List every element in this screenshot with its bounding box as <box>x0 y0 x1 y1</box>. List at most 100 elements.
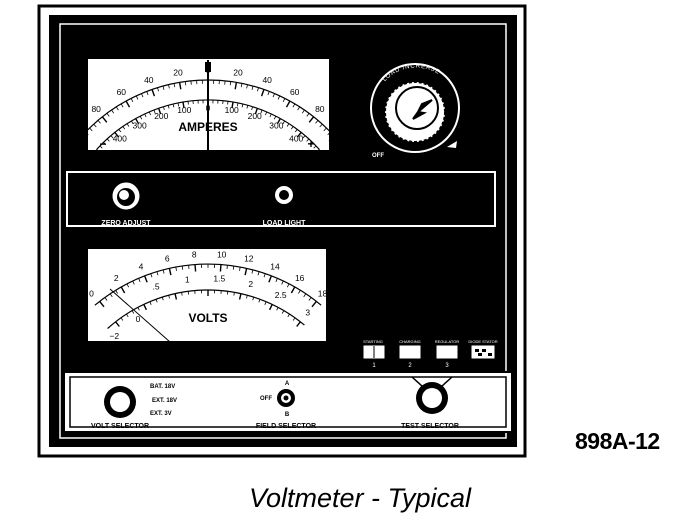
volt-option-ext-3v: EXT. 3V <box>150 411 172 417</box>
ammeter-outer-label: 60 <box>117 87 127 97</box>
voltmeter-scale-b-label: 2.5 <box>275 290 287 300</box>
ammeter-outer-tick <box>115 106 119 111</box>
indicator-number-3: 3 <box>445 363 449 369</box>
ammeter-outer-tick <box>106 113 110 117</box>
ammeter-outer-label: 20 <box>173 68 183 78</box>
voltmeter-outer-tick <box>239 266 241 271</box>
voltmeter-outer-tick <box>143 275 148 283</box>
ammeter-outer-tick <box>81 135 88 142</box>
ammeter-outer-tick <box>93 123 97 128</box>
ammeter-outer-tick <box>97 120 101 124</box>
ammeter-inner-tick <box>177 102 180 107</box>
load-increase-control[interactable]: LOAD INCREASE OFF <box>370 63 460 159</box>
ammeter-outer-tick <box>308 116 315 123</box>
load-light-label: LOAD LIGHT <box>263 220 306 227</box>
voltmeter-scale-a-label: 14 <box>270 262 280 272</box>
load-knob-pointer-arrow-icon <box>412 99 433 120</box>
ammeter-outer-tick <box>267 91 270 96</box>
voltmeter-inner-tick <box>238 293 242 300</box>
ammeter-inner-tick <box>139 116 143 120</box>
ammeter-inner-label: 100 <box>177 105 191 115</box>
field-selector-switch-center <box>283 395 289 401</box>
voltmeter-outer-tick <box>175 266 177 271</box>
volt-option-bat-18v: BAT. 18V <box>150 384 175 390</box>
ammeter-inner-tick <box>269 113 272 118</box>
voltmeter-outer-tick <box>104 297 108 301</box>
ammeter-outer-tick <box>328 135 335 142</box>
ammeter-inner-label: 400 <box>113 134 127 144</box>
voltmeter-scale-a-label: 18 <box>318 288 328 298</box>
ammeter-inner-label: 200 <box>154 111 168 121</box>
voltmeter-inner-tick <box>115 321 120 327</box>
ammeter-inner-tick <box>254 108 258 115</box>
ammeter-inner-tick <box>148 111 151 116</box>
voltmeter-outer-tick <box>290 286 296 294</box>
ammeter-outer-tick <box>125 100 131 108</box>
ammeter-outer-tick <box>272 93 275 98</box>
ammeter-inner-tick <box>99 145 103 149</box>
ammeter-inner-tick <box>106 138 110 142</box>
field-selector-a: A <box>285 381 290 387</box>
ammeter-inner-tick <box>260 109 263 114</box>
voltmeter-inner-tick <box>296 321 301 327</box>
ammeter-needle-tip <box>205 62 211 72</box>
load-light-lamp-center <box>279 190 289 200</box>
voltmeter-inner-tick <box>246 295 248 299</box>
ammeter-outer-label: 80 <box>315 104 325 114</box>
ammeter-inner-tick <box>314 149 320 155</box>
load-knob-off-label: OFF <box>372 153 384 159</box>
voltmeter-outer-tick <box>156 271 159 276</box>
ammeter-outer-label: 100 <box>335 125 349 135</box>
ammeter-inner-tick <box>114 131 120 138</box>
voltmeter-outer-tick <box>109 293 113 298</box>
voltmeter-outer-tick <box>244 268 248 276</box>
ammeter-outer-tick <box>277 95 281 100</box>
zero-adjust-knob-highlight <box>119 190 129 200</box>
bottom-control-strip: BAT. 18V EXT. 18V EXT. 3V VOLT SELECTOR … <box>63 371 513 433</box>
voltmeter-scale-b-label: 3 <box>305 307 310 317</box>
ammeter-outer-tick <box>120 103 124 108</box>
ammeter-outer-tick <box>327 131 331 135</box>
ammeter-outer-tick <box>89 127 93 132</box>
voltmeter-scale-b-label: .5 <box>153 282 160 292</box>
ammeter-outer-tick <box>85 131 89 135</box>
ammeter-inner-label: 500 <box>306 150 320 160</box>
voltmeter-outer-tick <box>232 265 235 270</box>
voltmeter-scale-a-zero: 0 <box>89 288 94 298</box>
indicator-lamp-2 <box>399 345 421 359</box>
ammeter-inner-tick <box>236 102 239 107</box>
ammeter-outer-label: 100 <box>67 125 81 135</box>
ammeter-inner-label: 300 <box>133 121 147 131</box>
field-selector-b: B <box>285 412 290 418</box>
ammeter-outer-label: 40 <box>144 75 154 85</box>
voltmeter-inner-tick <box>168 295 170 299</box>
ammeter-outer-tick <box>157 87 159 92</box>
voltmeter-inner-tick <box>276 307 279 311</box>
ammeter-plus: + <box>307 137 314 151</box>
indicator-number-2: 2 <box>408 363 412 369</box>
ammeter-inner-tick <box>296 131 302 138</box>
indicator-number-1: 1 <box>372 363 376 369</box>
ammeter-inner-tick <box>306 138 310 142</box>
panel-inner-border <box>59 23 507 439</box>
voltmeter-inner-tick <box>268 304 273 311</box>
ammeter-inner-tick <box>153 109 156 114</box>
ammeter-outer-tick <box>257 87 259 92</box>
ammeter-inner-tick <box>241 104 244 108</box>
ammeter: 1008060402002040608010050040030020010001… <box>67 57 349 160</box>
voltmeter-outer-tick <box>168 268 172 276</box>
voltmeter-inner-tick <box>137 307 140 311</box>
ammeter-inner-tick <box>182 101 185 109</box>
voltmeter-scale-a-label: 8 <box>192 250 197 260</box>
ammeter-inner-tick <box>313 145 317 149</box>
voltmeter-outer-tick <box>126 283 130 288</box>
ammeter-inner-tick <box>286 123 290 127</box>
voltmeter-outer-tick <box>303 293 307 298</box>
ammeter-outer-tick <box>168 84 170 89</box>
ammeter-inner-tick <box>251 106 253 111</box>
ammeter-outer-tick <box>297 106 301 111</box>
figure-id: 898A-12 <box>575 428 660 454</box>
indicator-lamp-3 <box>436 345 458 359</box>
voltmeter-scale-b-label: 1.5 <box>213 273 225 283</box>
